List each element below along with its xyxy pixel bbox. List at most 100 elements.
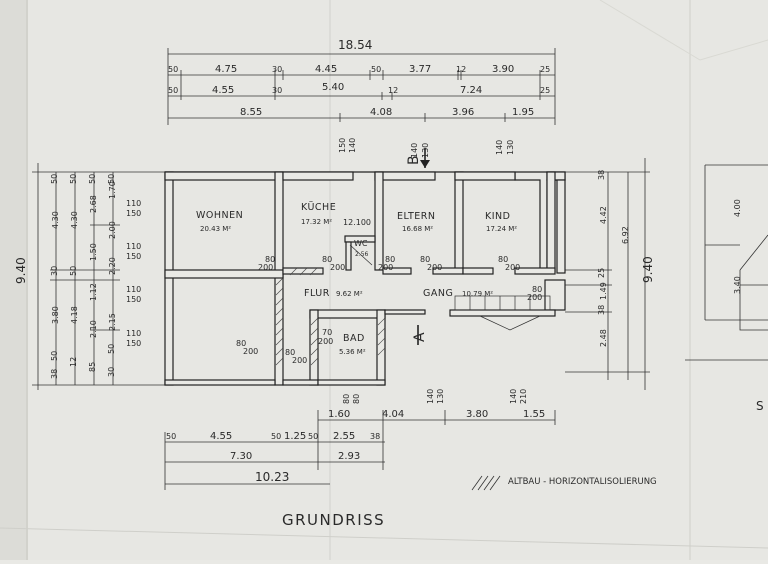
dim-lo-7: 150	[126, 339, 141, 348]
room-label-gang: GANG	[423, 288, 453, 299]
dim-l1-1: 4.30	[51, 211, 60, 229]
dim-open-2: 140	[410, 143, 419, 158]
wall-mark-2: 80	[322, 255, 332, 264]
dim-b1-2: 3.80	[466, 409, 488, 420]
dim-b2-6: 38	[370, 432, 380, 441]
dim-r1-1: 4.75	[215, 64, 237, 75]
right-dimension-labels: 38 4.42 25 1.49 38 2.48 6.92 4.00 3.40	[597, 170, 742, 347]
dim-r2-0: 50	[168, 86, 178, 95]
dim-b2-0: 50	[166, 432, 176, 441]
dim-left-total: 9.40	[14, 257, 28, 284]
dim-r1-0: 50	[168, 65, 178, 74]
wall-mark-5: 200	[378, 263, 393, 272]
dim-lo-1: 150	[126, 209, 141, 218]
dim-open-0: 150	[338, 138, 347, 153]
bottom-dimension-labels: 1.60 4.04 3.80 1.55 80 80 140 130 140 21…	[166, 389, 545, 484]
dim-lo-6: 110	[126, 329, 141, 338]
dim-r2-2: 30	[272, 86, 282, 95]
dim-l4-0: 50	[107, 174, 116, 184]
room-area-wc: 2.56	[355, 251, 369, 258]
dim-b3-0: 7.30	[230, 451, 252, 462]
room-area-eltern: 16.68 M²	[402, 225, 433, 233]
wall-mark-15: 200	[318, 337, 333, 346]
dim-r-2: 25	[597, 268, 606, 278]
wall-thickness-marks: 80 200 80 200 80 200 80 200 80 200 80 20…	[236, 255, 542, 365]
dim-r1-2: 30	[272, 65, 282, 74]
wall-mark-3: 200	[330, 263, 345, 272]
dim-l1-0: 50	[50, 174, 59, 184]
room-area-gang: 10.79 M²	[462, 290, 493, 298]
dim-r1-4: 50	[371, 65, 381, 74]
room-area-flur: 9.62 M²	[336, 290, 363, 298]
dim-l3-0: 50	[88, 174, 97, 184]
dim-l2-1: 4.30	[70, 211, 79, 229]
dim-b1-1: 4.04	[382, 409, 404, 420]
dim-open-4: 140	[495, 140, 504, 155]
room-area-wohnen: 20.43 M²	[200, 225, 231, 233]
wall-mark-16: 80	[285, 348, 295, 357]
dim-l1-4: 50	[50, 351, 59, 361]
dim-bo-0: 80	[342, 394, 351, 404]
dim-open-3: 130	[421, 143, 430, 158]
dim-l2-4: 12	[69, 357, 78, 367]
dim-open-6: 12.100	[343, 218, 371, 227]
dim-l4-3: 2.20	[108, 257, 117, 275]
dim-overall-top: 18.54	[338, 38, 372, 52]
dim-r-1: 4.42	[599, 206, 608, 224]
dim-sec-1: 3.40	[733, 276, 742, 294]
paper-bottom-edge	[0, 527, 768, 549]
dim-b2-2: 50	[271, 432, 281, 441]
dim-l2-3: 4.18	[70, 306, 79, 324]
room-area-bad: 5.36 M²	[339, 348, 366, 356]
dim-l4-1: 1.70	[108, 181, 117, 199]
walls	[164, 171, 566, 386]
room-label-flur: FLUR	[304, 288, 330, 299]
wall-mark-7: 200	[427, 263, 442, 272]
room-label-wc: WC	[354, 239, 368, 248]
dim-bo-5: 210	[519, 389, 528, 404]
dim-l4-2: 2.00	[108, 221, 117, 239]
dim-r-3: 1.49	[599, 282, 608, 300]
dim-r1-7: 3.90	[492, 64, 514, 75]
wall-mark-14: 70	[322, 328, 332, 337]
dim-lo-4: 110	[126, 285, 141, 294]
dim-r3-3: 1.95	[512, 107, 534, 118]
dim-open-5: 130	[506, 140, 515, 155]
dim-lo-5: 150	[126, 295, 141, 304]
left-dimension-labels: 50 4.30 30 3.80 50 38 50 4.30 50 4.18 12…	[50, 174, 141, 379]
dim-l4-4: 2.15	[108, 313, 117, 331]
dim-l3-5: 85	[88, 362, 97, 372]
dim-l2-2: 50	[69, 266, 78, 276]
dim-r-0: 38	[597, 170, 606, 180]
dim-open-1: 140	[348, 138, 357, 153]
dim-l1-5: 38	[50, 369, 59, 379]
dim-l1-3: 3.80	[51, 306, 60, 324]
dim-lo-2: 110	[126, 242, 141, 251]
dim-bo-3: 130	[436, 389, 445, 404]
room-area-kind: 17.24 M²	[486, 225, 517, 233]
dim-r1-5: 3.77	[409, 64, 431, 75]
room-label-eltern: ELTERN	[397, 211, 436, 222]
dim-lo-0: 110	[126, 199, 141, 208]
paper-margin-left	[0, 0, 26, 560]
wall-hatching	[275, 267, 386, 366]
dim-r1-6: 12	[456, 65, 466, 74]
wall-mark-6: 80	[420, 255, 430, 264]
entrance-steps	[349, 244, 551, 331]
room-label-kuche: KÜCHE	[301, 202, 336, 213]
dim-r2-4: 12	[388, 86, 398, 95]
wall-mark-11: 200	[527, 293, 542, 302]
dim-l3-4: 2.10	[89, 320, 98, 338]
room-area-kuche: 17.32 M²	[301, 218, 332, 226]
paper-crease	[599, 0, 768, 61]
dim-r2-1: 4.55	[212, 85, 234, 96]
dim-b2-4: 50	[308, 432, 318, 441]
dim-l4-6: 30	[107, 367, 116, 377]
dim-b2-3: 1.25	[284, 431, 306, 442]
dim-r-4: 38	[597, 305, 606, 315]
dim-overall-bottom: 10.23	[255, 470, 289, 484]
section-mark-a: A	[412, 332, 428, 342]
